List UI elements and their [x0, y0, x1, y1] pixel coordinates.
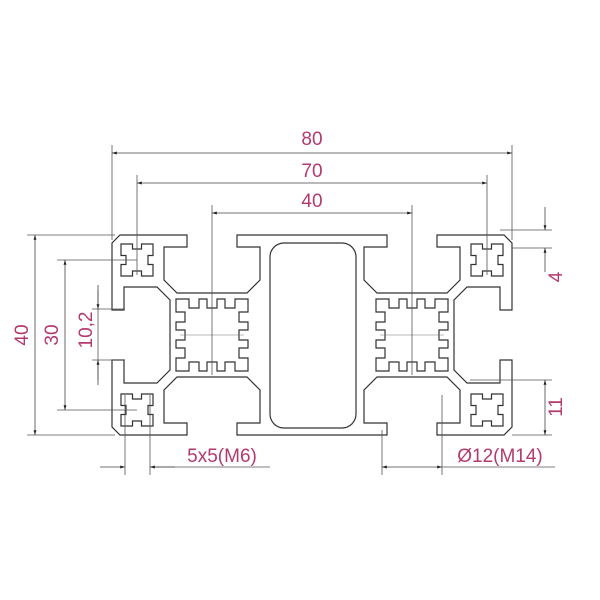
- dim-label-70: 70: [301, 161, 322, 182]
- core-bore-left: [175, 298, 249, 372]
- dim-label-4: 4: [546, 271, 567, 282]
- dim-label-height-40: 40: [12, 324, 33, 345]
- corner-bore-bottom-left: [120, 393, 154, 427]
- dimension-lines: [33, 151, 547, 469]
- core-bore-right: [375, 298, 449, 372]
- dim-label-30: 30: [42, 324, 63, 345]
- profile-outline: [111, 234, 513, 436]
- corner-bore-top-right: [470, 243, 504, 277]
- dim-label-d12-m14: Ø12(M14): [457, 446, 543, 467]
- corner-bore-bottom-right: [470, 393, 504, 427]
- dim-label-5x5-m6: 5x5(M6): [187, 446, 257, 467]
- outer-contour: [111, 234, 513, 436]
- dim-label-40: 40: [301, 191, 322, 212]
- dim-label-11: 11: [546, 397, 567, 417]
- corner-bore-top-left: [120, 243, 154, 277]
- center-hollow: [269, 242, 357, 429]
- dim-label-10-2: 10,2: [76, 312, 97, 349]
- dimension-labels: 80 70 40 40 30 10,2 4 11 5x5(M6) Ø12(M14…: [12, 129, 567, 467]
- dim-label-80: 80: [301, 129, 322, 150]
